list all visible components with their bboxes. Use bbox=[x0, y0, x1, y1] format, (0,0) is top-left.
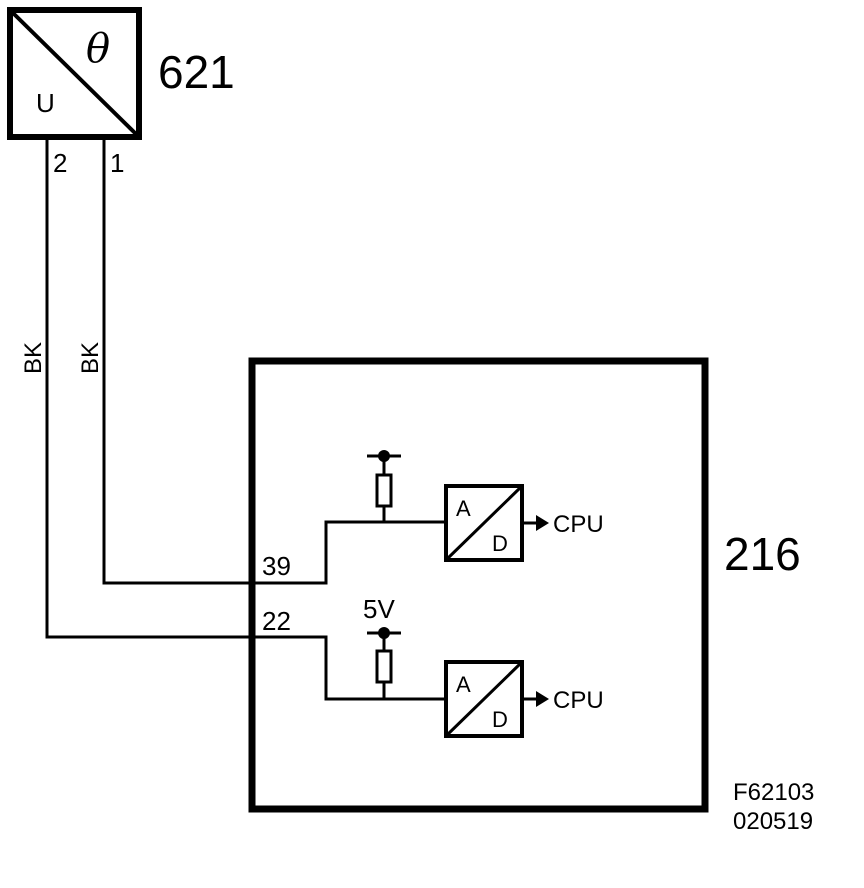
lower-ad-a: A bbox=[456, 672, 471, 697]
lower-cpu-arrow bbox=[536, 691, 549, 707]
sensor-pin-1: 1 bbox=[110, 148, 124, 178]
upper-ad-d: D bbox=[492, 531, 508, 556]
upper-cpu-label: CPU bbox=[553, 511, 604, 538]
lower-ad-d: D bbox=[492, 707, 508, 732]
module-id: 216 bbox=[724, 528, 801, 580]
sensor-theta-label: θ bbox=[86, 26, 110, 72]
upper-ad-a: A bbox=[456, 496, 471, 521]
wire-left bbox=[45, 140, 250, 639]
channel-lower-trace bbox=[250, 635, 446, 701]
supply-voltage-label: 5V bbox=[363, 594, 395, 624]
lower-resistor bbox=[375, 649, 393, 684]
sensor-diagonal bbox=[11, 11, 138, 136]
figure-reference: F62103 bbox=[733, 779, 814, 806]
upper-cpu-arrow bbox=[536, 515, 549, 531]
module-box bbox=[248, 357, 709, 813]
sensor-621: θ U bbox=[7, 7, 142, 140]
module-pin-22: 22 bbox=[262, 606, 291, 636]
wire-right-color: BK bbox=[77, 342, 104, 374]
sensor-u-label: U bbox=[36, 88, 55, 118]
module-pin-39: 39 bbox=[262, 551, 291, 581]
channel-lower: 5V A D CPU bbox=[250, 594, 604, 738]
channel-upper-trace bbox=[250, 520, 446, 585]
lower-cpu-label: CPU bbox=[553, 687, 604, 714]
sensor-pin-2: 2 bbox=[53, 148, 67, 178]
sensor-id: 621 bbox=[158, 46, 235, 98]
wire-left-color: BK bbox=[20, 342, 47, 374]
date-reference: 020519 bbox=[733, 808, 813, 835]
upper-resistor bbox=[375, 473, 393, 508]
wire-right bbox=[102, 140, 250, 585]
channel-upper: A D CPU bbox=[250, 450, 604, 585]
